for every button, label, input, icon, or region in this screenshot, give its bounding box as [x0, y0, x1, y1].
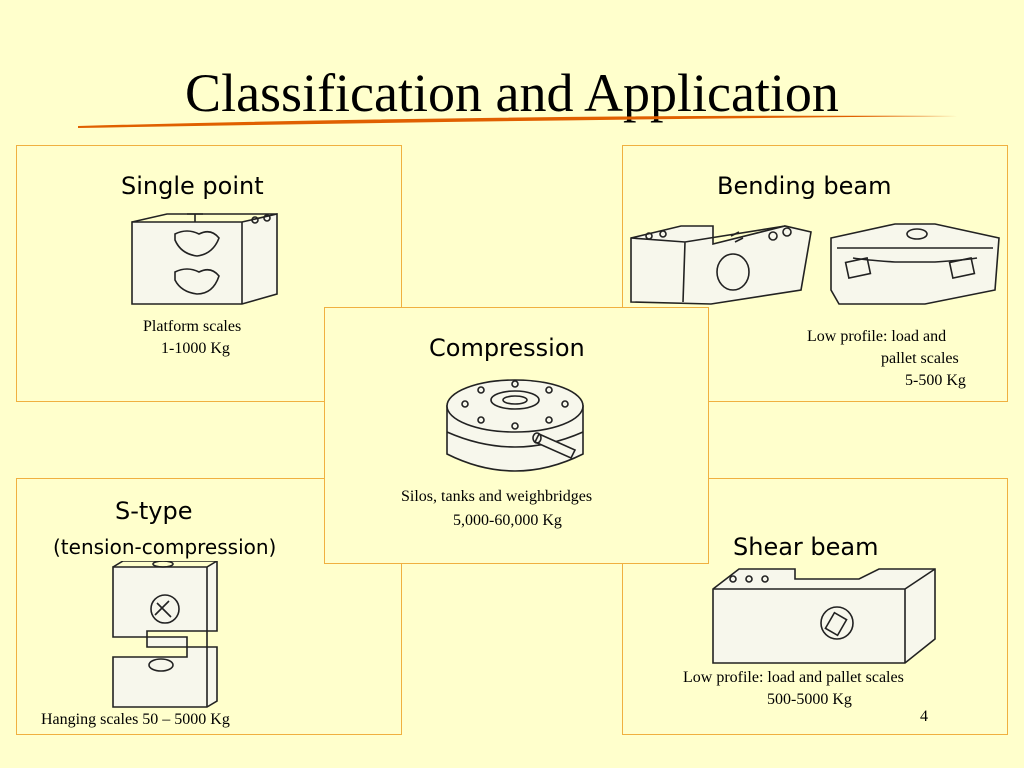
panel-heading: Compression: [429, 334, 585, 362]
compression-load-cell-illustration: [446, 379, 584, 472]
shear-beam-capacity: 500-5000 Kg: [767, 691, 852, 708]
title-underline-swoosh: [78, 115, 958, 128]
single-point-application: Platform scales: [143, 318, 242, 335]
panel-subheading: (tension-compression): [53, 535, 277, 559]
panel-heading: Single point: [121, 172, 264, 200]
compression-capacity: 5,000-60,000 Kg: [453, 512, 562, 529]
panel-bending-beam: Bending beam Low profile: load and palle…: [622, 145, 1008, 402]
panel-heading: Bending beam: [717, 172, 892, 200]
single-point-capacity: 1-1000 Kg: [161, 340, 230, 357]
shear-beam-load-cell-illustration: [712, 568, 936, 664]
panel-heading: Shear beam: [733, 533, 879, 561]
panel-heading: S-type: [115, 497, 193, 525]
bending-beam-capacity: 5-500 Kg: [905, 372, 966, 389]
bending-beam-application: Low profile: load and: [807, 328, 947, 345]
panel-compression: Compression Silos, tanks and weighbridge…: [324, 307, 709, 564]
panel-single-point: Single point Platform scales 1-1000 Kg: [16, 145, 402, 402]
s-type-load-cell-illustration: [112, 561, 218, 708]
bending-beam-load-cell-illustration: [630, 223, 1000, 305]
slide-title: Classification and Application: [185, 63, 839, 123]
single-point-load-cell-illustration: [131, 212, 278, 305]
bending-beam-application-2: pallet scales: [881, 350, 959, 367]
panel-s-type: S-type (tension-compression) Hanging sca…: [16, 478, 402, 735]
s-type-application-capacity: Hanging scales 50 – 5000 Kg: [41, 711, 230, 728]
shear-beam-application: Low profile: load and pallet scales: [683, 669, 904, 686]
page-number: 4: [920, 708, 928, 725]
compression-application: Silos, tanks and weighbridges: [401, 488, 593, 505]
